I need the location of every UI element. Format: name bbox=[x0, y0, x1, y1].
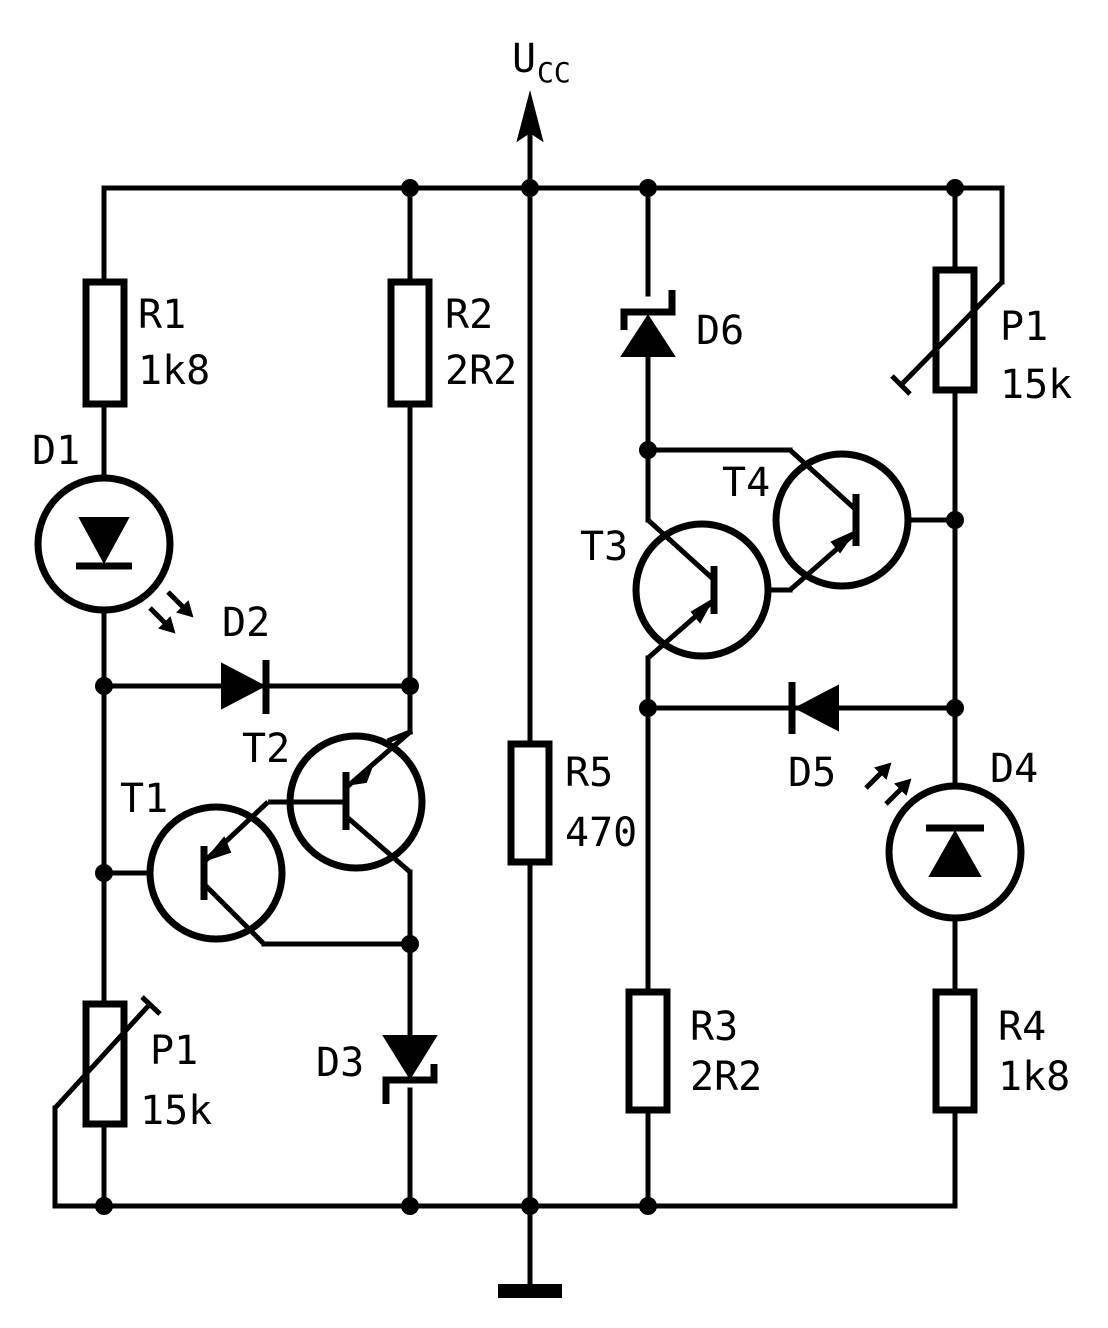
r4-name: R4 bbox=[998, 1004, 1046, 1050]
junctions bbox=[95, 179, 964, 1215]
ground-bar-icon bbox=[498, 1284, 562, 1298]
junction-dot bbox=[401, 935, 419, 953]
junction-dot bbox=[639, 179, 657, 197]
r3-name: R3 bbox=[690, 1004, 738, 1050]
r2-name: R2 bbox=[445, 292, 493, 338]
transistor-t3 bbox=[632, 518, 772, 660]
junction-dot bbox=[401, 179, 419, 197]
junction-dot bbox=[95, 677, 113, 695]
r5-name: R5 bbox=[565, 750, 613, 796]
t4-label: T4 bbox=[722, 460, 770, 506]
t3-label: T3 bbox=[580, 524, 628, 570]
diode-d5 bbox=[788, 682, 839, 734]
r4-value: 1k8 bbox=[998, 1054, 1070, 1100]
resistor-r1 bbox=[82, 278, 128, 408]
junction-dot bbox=[521, 1197, 539, 1215]
supply-arrow-icon bbox=[516, 90, 544, 143]
r1-name: R1 bbox=[138, 292, 186, 338]
diode-d2 bbox=[221, 660, 270, 714]
t1-label: T1 bbox=[120, 776, 168, 822]
transistor-t2 bbox=[268, 730, 426, 874]
potentiometer-p1-right bbox=[890, 266, 1004, 396]
transistor-t4 bbox=[772, 448, 912, 592]
p1-left-value: 15k bbox=[140, 1088, 212, 1134]
r1-value: 1k8 bbox=[138, 348, 210, 394]
p1-right-value: 15k bbox=[1000, 362, 1072, 408]
zener-d3 bbox=[382, 1035, 438, 1104]
junction-dot bbox=[946, 511, 964, 529]
zener-d6 bbox=[620, 290, 676, 357]
junction-dot bbox=[521, 179, 539, 197]
d2-label: D2 bbox=[222, 600, 270, 646]
d5-label: D5 bbox=[788, 750, 836, 796]
resistor-r4 bbox=[932, 988, 978, 1114]
wires bbox=[52, 117, 1005, 1293]
d4-label: D4 bbox=[990, 746, 1038, 792]
d6-label: D6 bbox=[696, 308, 744, 354]
junction-dot bbox=[401, 677, 419, 695]
p1-right-name: P1 bbox=[1000, 304, 1048, 350]
d1-label: D1 bbox=[32, 428, 80, 474]
junction-dot bbox=[639, 699, 657, 717]
supply-label-subscript: CC bbox=[537, 56, 571, 89]
supply-label: U bbox=[512, 36, 536, 82]
r3-value: 2R2 bbox=[690, 1054, 762, 1100]
r2-value: 2R2 bbox=[445, 348, 517, 394]
transistor-t1 bbox=[146, 800, 286, 946]
junction-dot bbox=[946, 179, 964, 197]
junction-dot bbox=[639, 441, 657, 459]
led-d4 bbox=[864, 762, 1025, 922]
t2-label: T2 bbox=[242, 726, 290, 772]
junction-dot bbox=[946, 699, 964, 717]
resistor-r2 bbox=[387, 278, 433, 408]
resistor-r3 bbox=[625, 988, 671, 1114]
p1-left-name: P1 bbox=[150, 1028, 198, 1074]
junction-dot bbox=[639, 1197, 657, 1215]
r5-value: 470 bbox=[565, 810, 637, 856]
led-d1 bbox=[34, 474, 194, 634]
potentiometer-p1-left bbox=[53, 995, 162, 1128]
junction-dot bbox=[95, 1197, 113, 1215]
junction-dot bbox=[95, 864, 113, 882]
junction-dot bbox=[401, 1197, 419, 1215]
d3-label: D3 bbox=[316, 1040, 364, 1086]
resistor-r5 bbox=[507, 740, 553, 866]
